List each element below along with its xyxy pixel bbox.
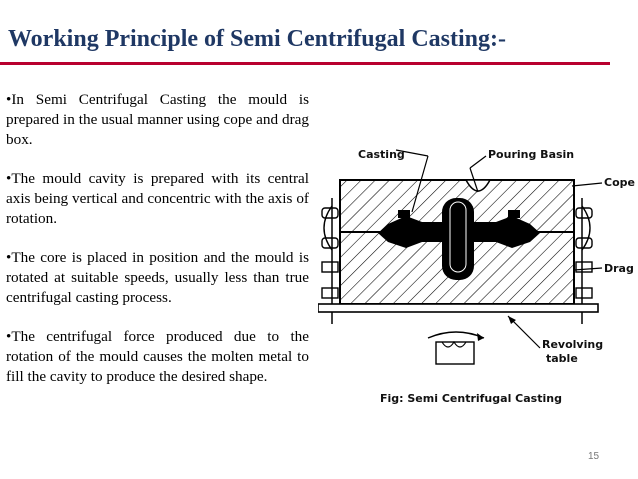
left-pin-lower bbox=[321, 287, 339, 299]
pouring-basin bbox=[464, 179, 492, 192]
bullet-item: •The mould cavity is prepared with its c… bbox=[6, 170, 309, 227]
rotation-arrow bbox=[427, 331, 485, 339]
slide-title: Working Principle of Semi Centrifugal Ca… bbox=[8, 26, 506, 52]
right-pin-lower bbox=[575, 287, 593, 299]
casting-diagram-svg: Casting Pouring Basin Cope Drag Revolvin… bbox=[317, 148, 635, 405]
page-number: 15 bbox=[588, 451, 600, 462]
label-revolving: Revolving bbox=[542, 338, 603, 351]
right-clamp bbox=[575, 205, 593, 251]
bullet-list: •In Semi Centrifugal Casting the mould i… bbox=[6, 90, 309, 406]
bullet-item: •The core is placed in position and the … bbox=[6, 249, 309, 306]
label-casting: Casting bbox=[358, 148, 405, 161]
bullet-item: •The centrifugal force produced due to t… bbox=[6, 328, 309, 385]
right-pin bbox=[575, 261, 593, 273]
casting-diagram: Casting Pouring Basin Cope Drag Revolvin… bbox=[317, 138, 638, 420]
title-underline bbox=[0, 62, 610, 65]
label-table: table bbox=[546, 352, 578, 365]
left-pin bbox=[321, 261, 339, 273]
label-drag: Drag bbox=[604, 262, 634, 275]
spindle bbox=[435, 341, 475, 365]
bullet-item: •In Semi Centrifugal Casting the mould i… bbox=[6, 91, 309, 148]
figure-caption: Fig: Semi Centrifugal Casting bbox=[380, 392, 562, 405]
left-clamp bbox=[321, 205, 339, 251]
label-pouring-basin: Pouring Basin bbox=[488, 148, 574, 161]
label-cope: Cope bbox=[604, 176, 635, 189]
revolving-table bbox=[317, 303, 599, 313]
